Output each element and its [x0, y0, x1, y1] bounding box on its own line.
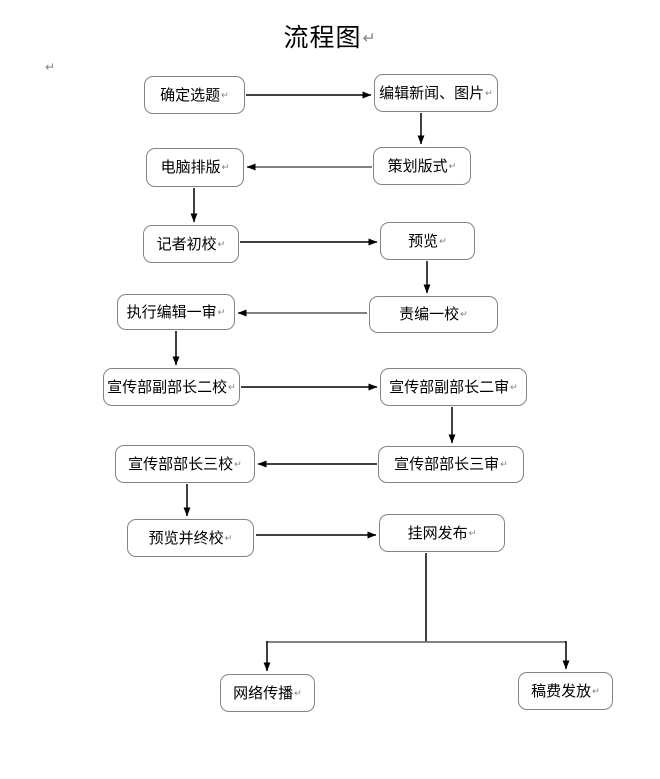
node-责编一校[interactable]: 责编一校↵ [369, 296, 498, 333]
pilcrow-icon: ↵ [228, 381, 236, 393]
pilcrow-icon: ↵ [221, 89, 229, 101]
pilcrow-icon: ↵ [294, 687, 302, 699]
pilcrow-icon: ↵ [468, 527, 477, 539]
node-执行编辑一审[interactable]: 执行编辑一审↵ [117, 294, 235, 330]
node-宣传部副部长二审[interactable]: 宣传部副部长二审↵ [380, 368, 527, 406]
node-挂网发布[interactable]: 挂网发布↵ [379, 514, 505, 552]
node-label: 预览 [408, 231, 439, 250]
pilcrow-icon: ↵ [448, 160, 457, 172]
node-label: 宣传部部长三审 [394, 455, 500, 473]
node-label: 编辑新闻、图片 [379, 83, 485, 102]
node-编辑新闻图片[interactable]: 编辑新闻、图片↵ [374, 74, 498, 112]
pilcrow-icon: ↵ [362, 29, 377, 48]
node-label: 宣传部副部长二审 [389, 377, 510, 396]
node-宣传部部长三审[interactable]: 宣传部部长三审↵ [378, 446, 524, 483]
page-title: 流程图↵ [0, 18, 660, 54]
pilcrow-icon: ↵ [221, 162, 230, 174]
stray-pilcrow-icon: ↵ [45, 60, 56, 74]
node-label: 执行编辑一审 [126, 302, 217, 321]
page-title-text: 流程图 [283, 23, 362, 52]
node-label: 宣传部副部长二校 [107, 377, 228, 396]
pilcrow-icon: ↵ [234, 458, 242, 470]
node-label: 责编一校 [399, 305, 460, 323]
pilcrow-icon: ↵ [217, 306, 226, 318]
node-预览[interactable]: 预览↵ [380, 222, 475, 260]
node-label: 网络传播 [233, 683, 294, 702]
node-电脑排版[interactable]: 电脑排版↵ [146, 148, 244, 187]
node-label: 记者初校 [156, 234, 217, 253]
node-label: 挂网发布 [407, 523, 468, 542]
pilcrow-icon: ↵ [460, 309, 468, 321]
node-预览并终校[interactable]: 预览并终校↵ [127, 519, 254, 557]
pilcrow-icon: ↵ [485, 87, 493, 99]
node-记者初校[interactable]: 记者初校↵ [143, 225, 239, 263]
node-宣传部副部长二校[interactable]: 宣传部副部长二校↵ [103, 368, 240, 406]
node-label: 电脑排版 [160, 158, 221, 176]
pilcrow-icon: ↵ [510, 381, 518, 393]
pilcrow-icon: ↵ [592, 685, 600, 697]
node-宣传部部长三校[interactable]: 宣传部部长三校↵ [115, 445, 255, 483]
node-label: 稿费发放 [531, 681, 592, 700]
node-网络传播[interactable]: 网络传播↵ [220, 674, 315, 712]
pilcrow-icon: ↵ [439, 235, 447, 247]
node-确定选题[interactable]: 确定选题↵ [144, 76, 245, 114]
node-label: 确定选题 [160, 85, 221, 104]
node-稿费发放[interactable]: 稿费发放↵ [518, 672, 613, 710]
node-label: 宣传部部长三校 [128, 454, 234, 473]
node-策划版式[interactable]: 策划版式↵ [373, 147, 471, 185]
pilcrow-icon: ↵ [224, 532, 233, 544]
node-label: 策划版式 [387, 156, 448, 175]
pilcrow-icon: ↵ [500, 459, 508, 471]
node-label: 预览并终校 [148, 528, 224, 547]
pilcrow-icon: ↵ [217, 238, 226, 250]
